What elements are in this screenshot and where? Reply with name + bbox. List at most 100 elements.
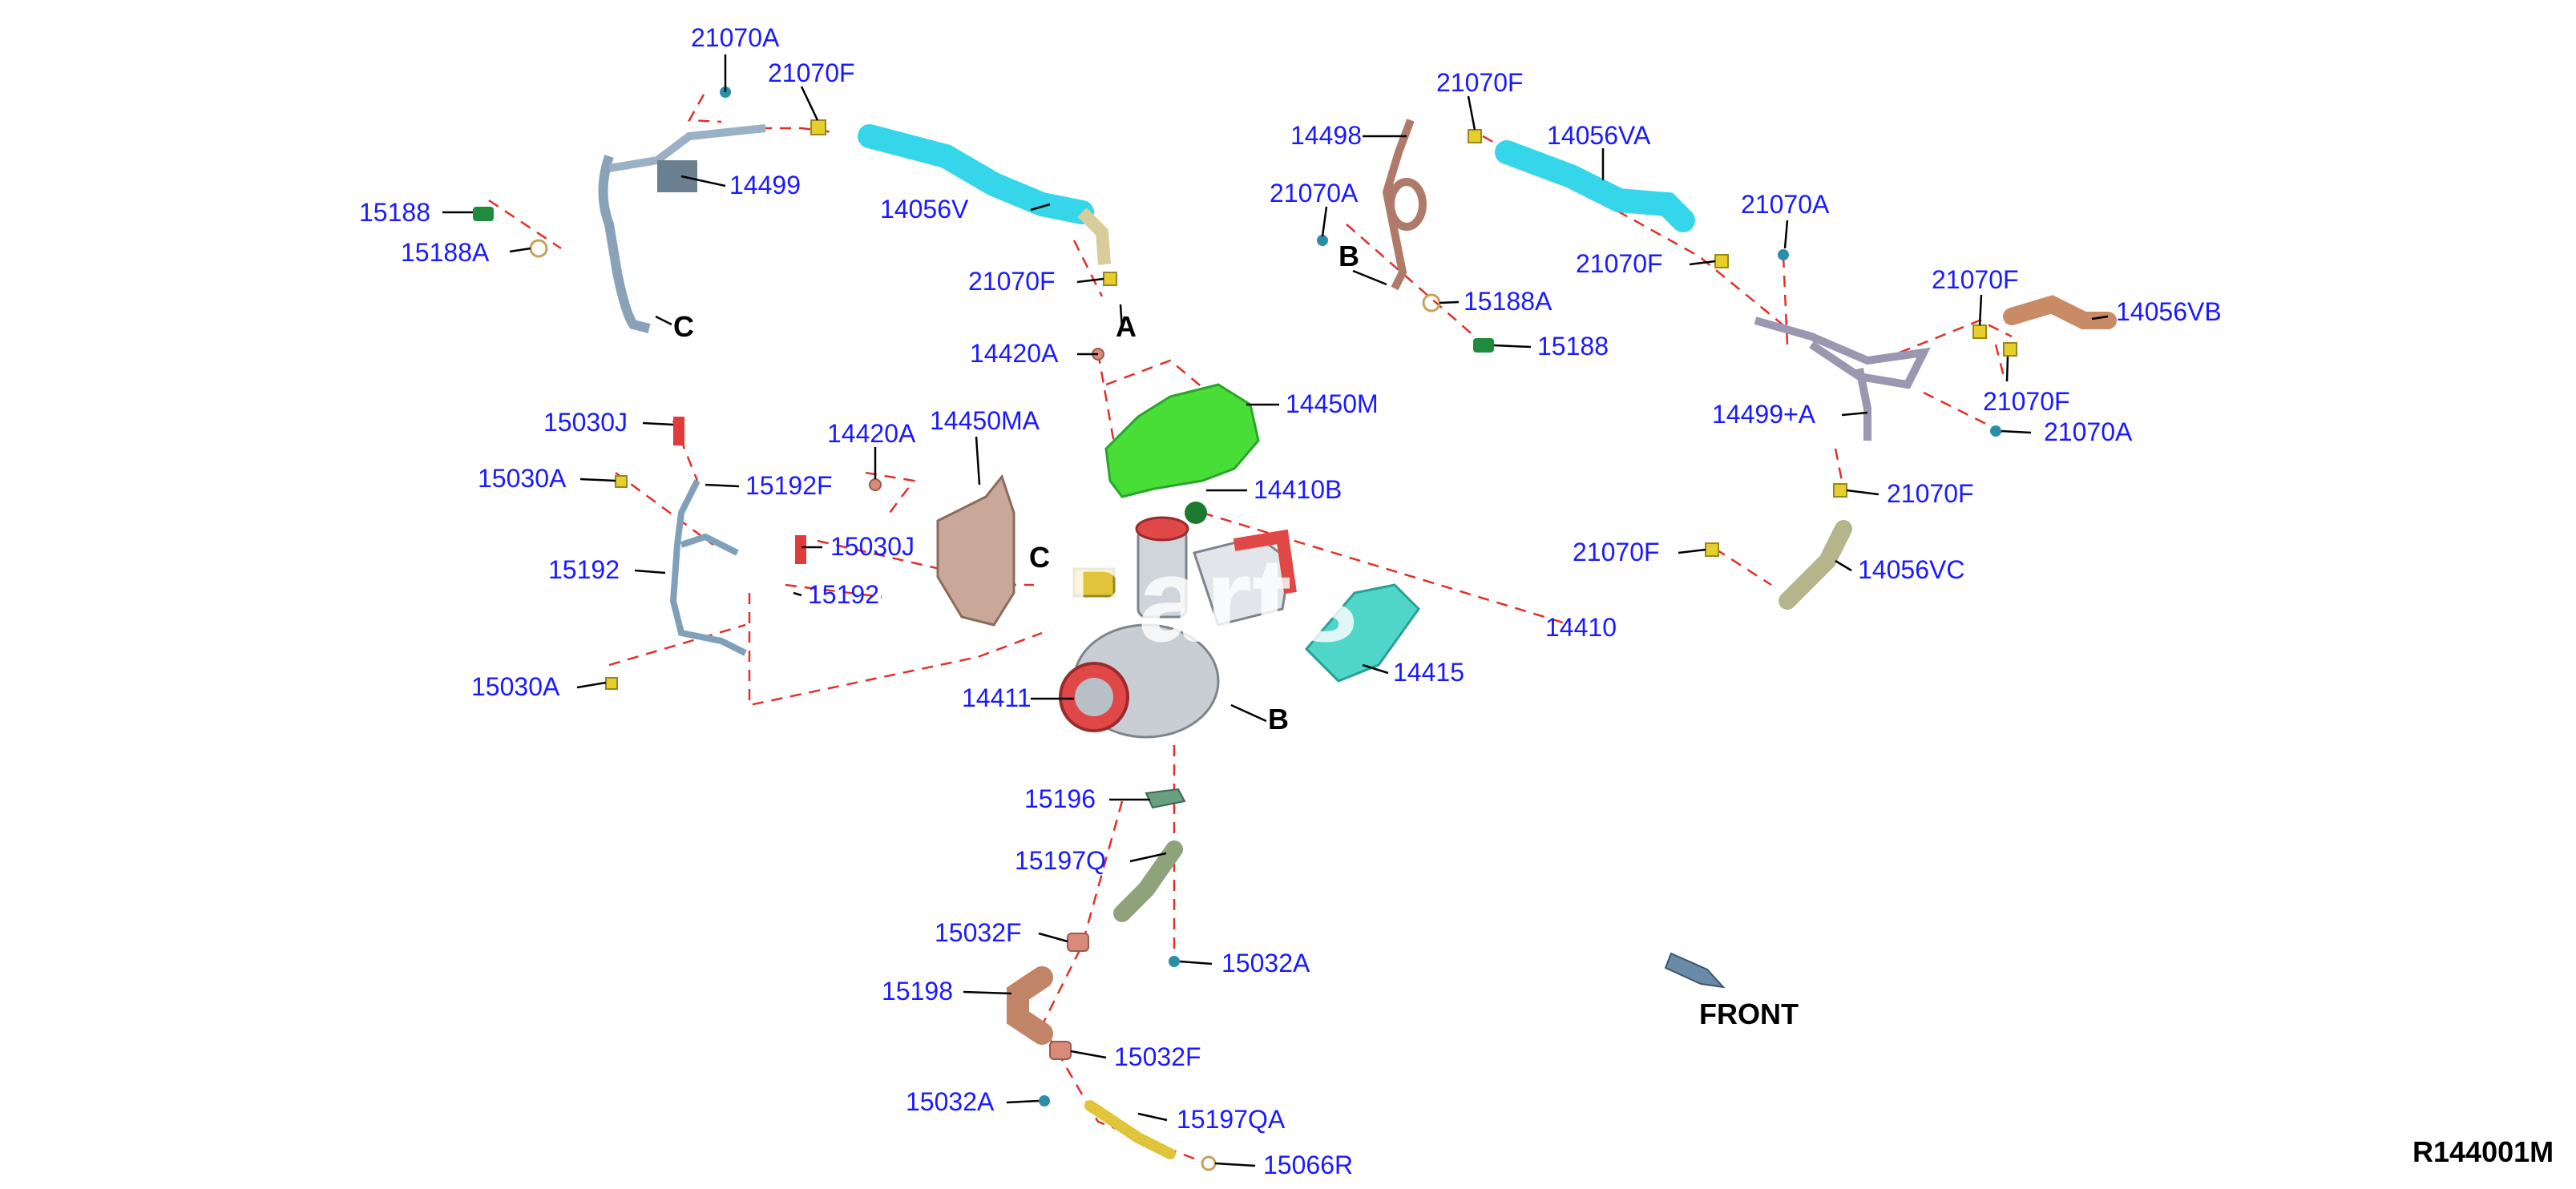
fitting-21070F-r4 (2003, 342, 2017, 357)
hose-14056VA-shape (1495, 140, 1695, 232)
callout-14056VC: 14056VC (1858, 555, 1964, 584)
hose-14056V-end-shape (1077, 208, 1111, 265)
callout-14056V: 14056V (880, 195, 969, 224)
callout-15032A: 15032A (1221, 949, 1310, 977)
callout-14415: 14415 (1393, 658, 1464, 687)
callout-14410B: 14410B (1254, 475, 1342, 504)
callout-15188A: 15188A (1464, 287, 1552, 316)
fitting-15030A-top (615, 475, 628, 488)
part-callouts: 21070A 21070F 14499 15188 15188A 14056V … (359, 23, 2222, 1179)
fitting-21070F-r1 (1468, 129, 1482, 143)
screw-15032A-1 (1169, 956, 1180, 967)
callout-15188: 15188 (359, 198, 430, 227)
callout-21070F: 21070F (1887, 479, 1974, 508)
hose-14056VB-shape (2003, 295, 2117, 329)
front-label: FRONT (1699, 998, 1799, 1030)
bolt-15188-left (473, 207, 494, 221)
fitting-21070F-r2 (1714, 254, 1729, 268)
heat-shield-14450M-shape (1104, 383, 1260, 498)
hose-15198-shape (1007, 966, 1053, 1045)
callout-15030J: 15030J (830, 532, 915, 561)
hose-14056VC-shape (1779, 520, 1852, 610)
fitting-15030A-low (605, 677, 618, 690)
ref-letter-C: C (1029, 541, 1050, 574)
fitting-21070F-top (810, 119, 826, 135)
callout-14499A: 14499+A (1712, 400, 1816, 429)
callout-14498: 14498 (1290, 121, 1362, 150)
callout-21070A: 21070A (691, 23, 780, 52)
hose-15197Q-shape (1113, 840, 1183, 922)
turbocharger-14411-shape (1059, 516, 1297, 739)
callout-21070A: 21070A (1270, 179, 1359, 208)
connection-refs: A B B C C (673, 240, 1359, 736)
callout-14420A: 14420A (827, 419, 916, 448)
callout-15032F: 15032F (1114, 1042, 1201, 1071)
fitting-21070F-r6 (1705, 542, 1719, 557)
oil-line-15192-shape (669, 479, 747, 656)
gasket-14415-shape (1304, 583, 1420, 683)
callout-15198: 15198 (882, 977, 953, 1006)
callout-14410: 14410 (1545, 613, 1617, 642)
callout-21070F: 21070F (1573, 538, 1660, 566)
callout-15192: 15192 (548, 555, 620, 584)
callout-15192F: 15192F (745, 471, 833, 500)
heat-shield-14450MA-shape (936, 474, 1015, 627)
ref-letter-B: B (1338, 240, 1359, 272)
callout-14450M: 14450M (1286, 389, 1379, 418)
callout-15032A: 15032A (906, 1087, 995, 1116)
bolt-15188-right (1473, 338, 1494, 353)
callout-15196: 15196 (1024, 784, 1096, 813)
front-arrow-icon (1664, 952, 1726, 989)
bracket-14499-shape (598, 155, 651, 333)
gasket-15032F-2 (1049, 1041, 1072, 1060)
callout-15030A: 15030A (471, 672, 560, 701)
ref-letter-B: B (1268, 703, 1289, 736)
callout-15188A: 15188A (401, 238, 490, 267)
bracket-14499A-shape (1754, 316, 1931, 389)
callout-21070F: 21070F (1436, 68, 1524, 97)
callout-15030A: 15030A (478, 464, 567, 493)
callout-15066R: 15066R (1263, 1151, 1353, 1179)
callout-21070F: 21070F (1932, 265, 2019, 294)
callout-14056VB: 14056VB (2116, 297, 2222, 326)
hose-14056V-shape (858, 124, 1094, 224)
bolt-15030J-mid-shape (795, 535, 806, 564)
callout-15192-partial: 15192 (808, 580, 879, 609)
callout-14056VA: 14056VA (1547, 121, 1651, 150)
fitting-21070F-a (1103, 272, 1117, 286)
callout-15188: 15188 (1537, 332, 1609, 361)
callout-21070A: 21070A (1741, 190, 1830, 219)
callout-21070A: 21070A (2044, 417, 2133, 446)
callout-15030J: 15030J (543, 408, 628, 437)
callout-15197Q: 15197Q (1015, 846, 1106, 875)
callout-14411: 14411 (962, 683, 1032, 712)
drawing-code: R144001M (2412, 1135, 2554, 1168)
gasket-15032F-1 (1067, 933, 1089, 952)
leader-lines (442, 54, 2109, 1167)
bracket-15197QA-shape (1084, 1100, 1176, 1159)
gasket-15196-shape (1145, 788, 1186, 809)
screw-21070A-r2 (1778, 249, 1789, 260)
callout-21070F: 21070F (1576, 249, 1663, 278)
callout-14420A: 14420A (970, 339, 1059, 368)
screw-21070A-r3 (1990, 425, 2001, 437)
washer-15188A-left (529, 239, 548, 258)
bolt-15030J-top-shape (673, 417, 684, 445)
callout-15197QA: 15197QA (1177, 1105, 1286, 1134)
plug-14410B-shape (1185, 502, 1207, 524)
screw-15032A-2 (1039, 1095, 1050, 1106)
ref-letter-C: C (673, 310, 694, 343)
callout-15032F: 15032F (935, 918, 1022, 947)
fitting-21070F-r5 (1833, 483, 1847, 498)
parts-drawing (473, 87, 2117, 1171)
callout-21070F: 21070F (1983, 387, 2070, 416)
ref-letter-A: A (1116, 310, 1137, 343)
watermark-text: Parts (1058, 532, 1359, 667)
tube-upper-left-shape (608, 124, 766, 172)
washer-15066R (1201, 1155, 1217, 1171)
screw-21070A-r1 (1317, 235, 1328, 246)
callout-21070F: 21070F (768, 58, 855, 87)
fitting-14420A-mid (869, 478, 882, 491)
callout-14499: 14499 (729, 171, 801, 200)
